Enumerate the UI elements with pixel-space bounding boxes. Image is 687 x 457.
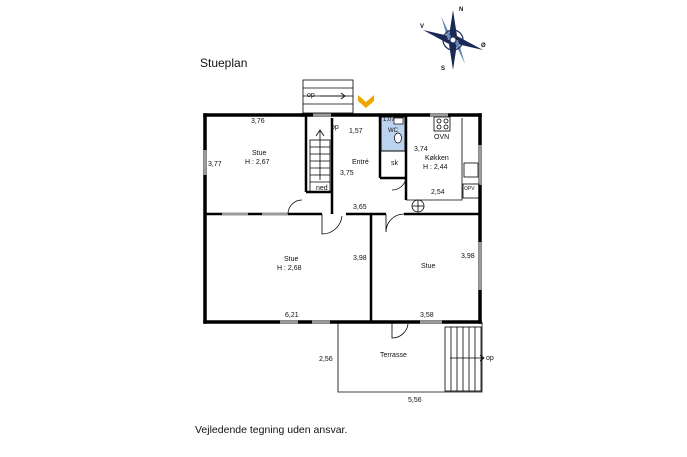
stue-mid-dim-side: 3,98 xyxy=(353,255,367,262)
kokken-dishwasher-label: OPV xyxy=(464,186,475,192)
skab-name: sk xyxy=(391,160,398,167)
doors xyxy=(287,177,409,339)
stue-right-dim-side: 3,98 xyxy=(461,253,475,260)
kokken-name: Køkken xyxy=(425,155,449,162)
entry-arrow-icon xyxy=(358,95,374,108)
stue-right-dim-bottom: 3,58 xyxy=(420,312,434,319)
wc-name: WC xyxy=(388,128,398,134)
entre-dim-top: 1,57 xyxy=(349,128,363,135)
compass-east-label: Ø xyxy=(481,43,486,49)
interior-stairs xyxy=(309,129,331,193)
stue-mid-dim-bottom: 6,21 xyxy=(285,312,299,319)
terrace xyxy=(337,322,485,393)
stue-mid-height: H : 2,68 xyxy=(277,265,302,272)
windows xyxy=(203,113,482,324)
entre-dim-side: 3,75 xyxy=(340,170,354,177)
stue-left-height: H : 2,67 xyxy=(245,159,270,166)
wc-room xyxy=(380,116,406,152)
wc-dim: 1,07 xyxy=(383,117,395,123)
compass-west-label: V xyxy=(420,24,425,30)
entry-steps xyxy=(302,79,354,114)
compass-south-label: S xyxy=(441,66,446,72)
kitchen-fixtures xyxy=(406,116,480,213)
kokken-oven-label: OVN xyxy=(434,134,450,141)
compass-rose-icon xyxy=(423,10,483,70)
terrasse-dim-side: 2,56 xyxy=(319,356,333,363)
disclaimer: Vejledende tegning uden ansvar. xyxy=(195,424,348,436)
wc-fixtures xyxy=(393,117,404,144)
stue-right-name: Stue xyxy=(421,263,436,270)
entre-stairs-up-label: op xyxy=(331,124,339,131)
entry-steps-label: op xyxy=(307,92,315,99)
kokken-dim-bottom: 2,54 xyxy=(431,189,445,196)
kokken-height: H : 2,44 xyxy=(423,164,448,171)
entre-name: Entré xyxy=(352,159,369,166)
entre-stairs-down-label: ned xyxy=(316,185,328,192)
compass-north-label: N xyxy=(459,7,464,13)
walls xyxy=(203,113,482,324)
kokken-dim-side: 3,74 xyxy=(414,146,428,153)
terrasse-name: Terrasse xyxy=(380,352,407,359)
page-title: Stueplan xyxy=(200,56,248,70)
terrasse-steps-label: op xyxy=(486,355,494,362)
stue-left-name: Stue xyxy=(252,150,267,157)
hall-dim: 3,65 xyxy=(353,204,367,211)
interior-walls xyxy=(205,115,480,322)
terrasse-dim-bottom: 5,56 xyxy=(408,397,422,404)
stue-left-dim-top: 3,76 xyxy=(251,118,265,125)
stue-mid-name: Stue xyxy=(284,256,299,263)
stue-left-dim-side: 3,77 xyxy=(208,161,222,168)
